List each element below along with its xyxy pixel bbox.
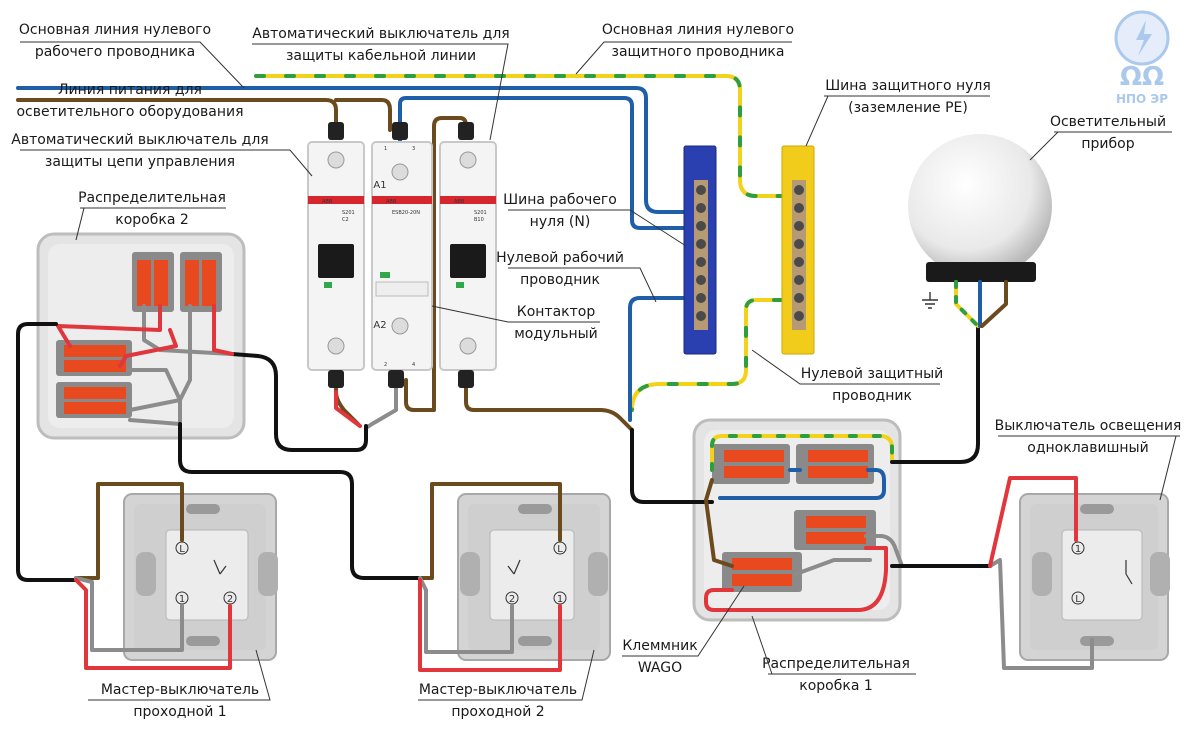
wires xyxy=(16,74,1094,672)
label-box1-2: коробка 1 xyxy=(799,678,873,694)
label-breaker-cable-1: Автоматический выключатель для xyxy=(252,26,509,42)
label-contactor-1: Контактор xyxy=(517,304,596,320)
breaker-brand: ABB xyxy=(322,199,333,205)
terminal-mark: L xyxy=(1075,594,1081,605)
breaker-model: S201 xyxy=(342,210,355,216)
label-n-bus-2: нуля (N) xyxy=(530,214,591,230)
terminal-3: 3 xyxy=(412,146,415,152)
label-master2-2: проходной 2 xyxy=(451,704,544,720)
wago-connector xyxy=(180,252,222,312)
single-switch[interactable]: 1 L xyxy=(1019,493,1170,661)
label-pe-conductor-2: проводник xyxy=(832,388,912,404)
breaker-rating: C2 xyxy=(342,217,349,223)
wago-connector xyxy=(722,552,802,592)
label-pe-main-2: защитного проводника xyxy=(612,44,785,60)
wago-connector xyxy=(796,444,874,484)
label-wago-2: WAGO xyxy=(638,660,682,676)
wago-connector xyxy=(56,382,132,418)
label-lamp-2: прибор xyxy=(1081,136,1134,152)
logo-omega: ΩΩ xyxy=(1120,62,1164,92)
terminal-mark: 1 xyxy=(1075,544,1081,555)
label-pe-bus-1: Шина защитного нуля xyxy=(825,78,991,94)
wago-connector xyxy=(132,252,174,312)
contactor-model: ESB20-20N xyxy=(392,210,420,216)
neutral-to-contactor xyxy=(398,96,686,230)
master-switch-1[interactable]: L 1 2 xyxy=(123,493,278,661)
terminal-mark: L xyxy=(557,544,563,555)
contactor-modular[interactable]: ABB ESB20-20N 1 3 A1 A2 2 4 xyxy=(371,122,433,388)
ground-icon xyxy=(922,292,938,309)
label-master1-1: Мастер-выключатель xyxy=(101,682,259,698)
master-switch-2[interactable]: L 2 1 xyxy=(457,493,611,661)
breaker-control-circuit[interactable]: ABB S201 C2 xyxy=(307,122,365,388)
label-pe-conductor-1: Нулевой защитный xyxy=(801,366,944,382)
terminal-mark: 2 xyxy=(227,594,233,605)
contactor-brand: ABB xyxy=(386,199,397,205)
wago-connector xyxy=(712,444,790,484)
breaker-rating: B10 xyxy=(474,217,484,223)
pe-bus-bar xyxy=(781,145,815,355)
label-master1-2: проходной 1 xyxy=(133,704,226,720)
terminal-4: 4 xyxy=(412,362,415,368)
logo-text: НПО ЭР xyxy=(1116,92,1168,106)
label-pe-main-1: Основная линия нулевого xyxy=(602,22,794,38)
label-breaker-cable-2: защиты кабельной линии xyxy=(286,48,476,64)
distribution-box-1 xyxy=(692,418,902,622)
label-box2-1: Распределительная xyxy=(78,190,226,206)
label-lamp-1: Осветительный xyxy=(1050,114,1166,130)
label-power-line-2: осветительного оборудования xyxy=(16,104,243,120)
breaker-model: S201 xyxy=(474,210,487,216)
terminal-a1: A1 xyxy=(373,180,386,191)
label-master2-1: Мастер-выключатель xyxy=(419,682,577,698)
neutral-main-line xyxy=(16,86,686,214)
light-fixture xyxy=(908,134,1052,328)
label-wago-1: Клеммник xyxy=(622,638,697,654)
neutral-conductor xyxy=(628,296,686,422)
company-logo: ΩΩ НПО ЭР xyxy=(1114,10,1170,106)
terminal-mark: 1 xyxy=(179,594,185,605)
terminal-mark: 2 xyxy=(509,594,515,605)
label-light-switch-2: одноклавишный xyxy=(1027,440,1148,456)
breaker-cable-line[interactable]: ABB S201 B10 xyxy=(439,122,497,388)
label-n-bus-1: Шина рабочего xyxy=(503,192,617,208)
label-box1-1: Распределительная xyxy=(762,656,910,672)
label-contactor-2: модульный xyxy=(514,326,598,342)
neutral-bus-bar xyxy=(683,145,717,355)
distribution-box-2 xyxy=(36,232,246,440)
label-n-conductor-2: проводник xyxy=(520,272,600,288)
label-light-switch-1: Выключатель освещения xyxy=(995,418,1182,434)
breaker-brand: ABB xyxy=(454,199,465,205)
label-pe-bus-2: (заземление PE) xyxy=(848,100,968,116)
labels: Основная линия нулевого рабочего проводн… xyxy=(11,22,1181,720)
label-power-line-1: Линия питания для xyxy=(58,82,202,98)
label-n-conductor-1: Нулевой рабочий xyxy=(496,250,624,266)
wago-connector xyxy=(794,510,876,550)
terminal-mark: 1 xyxy=(557,594,563,605)
label-neutral-main-1: Основная линия нулевого xyxy=(19,22,211,38)
label-breaker-control-2: защиты цепи управления xyxy=(45,154,235,170)
wago-connector xyxy=(56,340,132,376)
terminal-mark: L xyxy=(179,544,185,555)
power-line xyxy=(16,98,338,132)
terminal-2: 2 xyxy=(384,362,387,368)
terminal-a2: A2 xyxy=(373,320,386,331)
label-breaker-control-1: Автоматический выключатель для xyxy=(11,132,268,148)
label-box2-2: коробка 2 xyxy=(115,212,189,228)
label-neutral-main-2: рабочего проводника xyxy=(35,44,195,60)
terminal-1: 1 xyxy=(384,146,387,152)
